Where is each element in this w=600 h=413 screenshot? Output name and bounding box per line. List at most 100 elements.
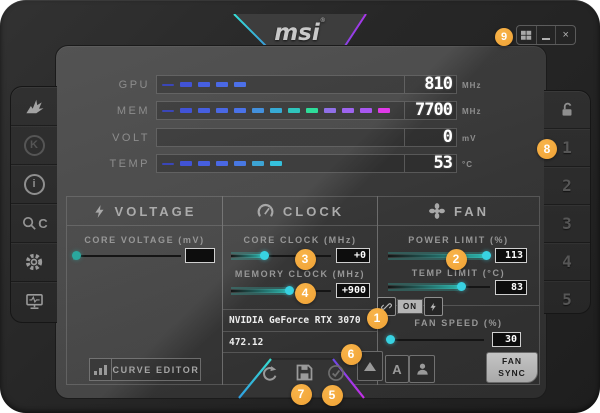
volt-value: 0: [404, 129, 456, 146]
kombustor-k-icon: K: [23, 134, 45, 156]
memory-clock-slider[interactable]: [231, 285, 331, 297]
profile-slot-3[interactable]: 3: [544, 205, 590, 243]
annotation-badge-8: 8: [537, 139, 557, 159]
temp-limit-label: TEMP LIMIT (°C): [411, 268, 506, 278]
settings-button[interactable]: [11, 243, 57, 282]
volt-label: VOLT: [112, 132, 150, 144]
core-clock-label: CORE CLOCK (MHz): [243, 235, 357, 245]
monitor-pulse-icon: [25, 293, 43, 309]
temp-limit-knob[interactable]: [456, 282, 466, 291]
power-limit-value[interactable]: 113: [495, 248, 527, 263]
window-controls: ×: [516, 25, 576, 45]
profile-slot-1[interactable]: 1: [544, 129, 590, 167]
annotation-badge-2: 2: [445, 248, 467, 270]
gpu-unit: MHz: [462, 81, 482, 90]
profile-lock-button[interactable]: [544, 91, 590, 129]
annotation-badge-1: 1: [366, 307, 388, 329]
fan-header: FAN: [378, 197, 539, 226]
unlock-icon: [562, 102, 572, 116]
hardware-monitor-button[interactable]: [11, 282, 57, 320]
profile-slot-2[interactable]: 2: [544, 167, 590, 205]
gpu-clock-readout: GPU 810 MHz: [0, 75, 600, 94]
gpu-bar: 810: [156, 75, 457, 94]
windows-menu-button[interactable]: [517, 26, 537, 44]
fan-sync-button[interactable]: FAN SYNC: [486, 352, 538, 383]
oc-scanner-button[interactable]: C: [11, 204, 57, 243]
core-clock-value[interactable]: +0: [336, 248, 370, 263]
reset-button[interactable]: [258, 362, 282, 386]
core-clock-slider[interactable]: [231, 250, 331, 262]
clock-title: CLOCK: [282, 203, 345, 219]
profile-slot-4[interactable]: 4: [544, 243, 590, 281]
kombustor-burn-button[interactable]: [11, 87, 57, 126]
information-button[interactable]: i: [11, 165, 57, 204]
mem-bar: 7700: [156, 101, 457, 120]
fan-title: FAN: [454, 203, 489, 219]
lightning-small-icon: [430, 302, 436, 311]
minimize-icon: [542, 37, 550, 40]
oc-scanner-icon: C: [21, 215, 48, 232]
windows-logo-icon: [520, 30, 532, 40]
registered-mark: ®: [319, 17, 326, 24]
gear-icon: [25, 253, 43, 271]
voltage-title: VOLTAGE: [114, 203, 197, 219]
annotation-badge-5: 5: [321, 384, 343, 406]
fan-speed-value[interactable]: 30: [492, 332, 521, 347]
gpu-label: GPU: [118, 79, 150, 91]
clock-header: CLOCK: [223, 197, 377, 226]
temp-bar: 53: [156, 154, 457, 173]
boost-button[interactable]: [424, 297, 443, 316]
temp-limit-slider[interactable]: [388, 281, 490, 293]
voltage-section: VOLTAGE CORE VOLTAGE (mV) CURVE EDITOR: [66, 196, 223, 385]
apply-check-icon: [328, 365, 344, 381]
curve-editor-button[interactable]: CURVE EDITOR: [89, 358, 201, 381]
kombustor-k-button[interactable]: K: [11, 126, 57, 165]
memory-clock-knob[interactable]: [284, 286, 294, 295]
core-clock-knob[interactable]: [259, 251, 269, 260]
memory-clock-value[interactable]: +900: [336, 283, 370, 298]
dragon-flame-icon: [25, 99, 43, 114]
link-toggle-on[interactable]: ON: [397, 299, 423, 314]
profile-slot-5[interactable]: 5: [562, 290, 572, 309]
gpu-value: 810: [404, 76, 456, 93]
core-voltage-knob[interactable]: [71, 251, 81, 260]
fan-speed-slider[interactable]: [386, 334, 484, 346]
temp-limit-value[interactable]: 83: [495, 280, 527, 295]
core-voltage-label: CORE VOLTAGE (mV): [84, 235, 205, 245]
annotation-badge-3: 3: [294, 248, 316, 270]
core-voltage-value[interactable]: [185, 248, 215, 263]
driver-version: 472.12: [223, 331, 377, 353]
volt-unit: mV: [462, 134, 477, 143]
fan-speed-label: FAN SPEED (%): [414, 318, 503, 328]
apply-button[interactable]: [324, 361, 348, 385]
fan-user-profile-button[interactable]: [409, 355, 435, 383]
temp-bar-segments: [162, 155, 282, 172]
fan-section: FAN POWER LIMIT (%) 113 TEMP LIMIT (°C) …: [377, 196, 540, 385]
voltage-header: VOLTAGE: [67, 197, 222, 226]
reset-icon: [263, 366, 277, 381]
fan-speed-knob[interactable]: [386, 335, 396, 344]
gpu-name: NVIDIA GeForce RTX 3070: [223, 309, 377, 331]
msi-logo: msi®: [274, 17, 326, 46]
power-limit-knob[interactable]: [482, 251, 492, 260]
save-button[interactable]: [292, 360, 316, 384]
power-limit-label: POWER LIMIT (%): [408, 235, 509, 245]
mem-label: MEM: [116, 105, 150, 117]
curve-editor-label: CURVE EDITOR: [112, 364, 200, 375]
lightning-icon: [94, 204, 104, 218]
volt-readout: VOLT 0 mV: [0, 128, 600, 147]
save-floppy-icon: [296, 364, 312, 380]
close-icon: ×: [562, 28, 569, 41]
volt-bar: 0: [156, 128, 457, 147]
fan-auto-button[interactable]: A: [385, 355, 409, 383]
annotation-badge-7: 7: [290, 383, 312, 405]
mem-clock-readout: MEM 7700 MHz: [0, 101, 600, 120]
power-limit-slider[interactable]: [388, 250, 492, 262]
mem-unit: MHz: [462, 107, 482, 116]
left-toolbar: K i C: [10, 86, 57, 323]
minimize-button[interactable]: [537, 26, 557, 44]
core-voltage-slider[interactable]: [71, 250, 181, 262]
info-icon: i: [23, 173, 45, 195]
close-button[interactable]: ×: [556, 26, 575, 44]
